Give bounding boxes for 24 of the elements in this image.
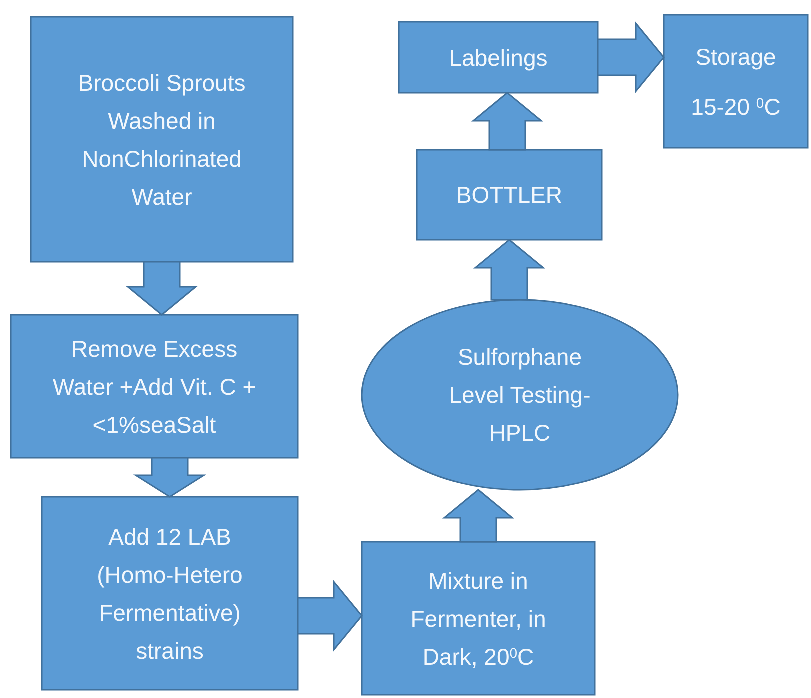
block-arrow (126, 261, 198, 316)
process-box (398, 21, 599, 94)
node-text: Labelings (449, 44, 548, 73)
block-arrow (473, 239, 546, 301)
process-box (41, 496, 299, 691)
process-box (30, 16, 294, 263)
node-text: Sulforphane Level Testing-HPLC (448, 343, 592, 448)
node-text: Mixture in Fermenter, in Dark, 20$^{0}$C (410, 566, 548, 672)
node-text: BOTTLER (456, 181, 563, 210)
process-box (10, 314, 299, 459)
node-text: Storage (696, 42, 776, 72)
block-arrow (133, 457, 207, 498)
block-arrow (442, 489, 515, 543)
block-arrow (471, 92, 544, 151)
block-arrow (297, 580, 363, 652)
process-ellipse (361, 299, 679, 491)
block-arrow (597, 21, 665, 94)
node-text: Add 12 LAB (Homo-Hetero Fermentative) strains (96, 522, 244, 666)
node-text: 15-20 $^{0}$C (691, 92, 781, 122)
process-box (663, 14, 809, 149)
node-text: Broccoli Sprouts Washed in NonChlorinated Water (77, 68, 247, 212)
node-text: Remove Excess Water +Add Vit. C + <1%seaSalt (52, 334, 258, 440)
process-box (361, 541, 596, 696)
process-box (416, 149, 603, 241)
